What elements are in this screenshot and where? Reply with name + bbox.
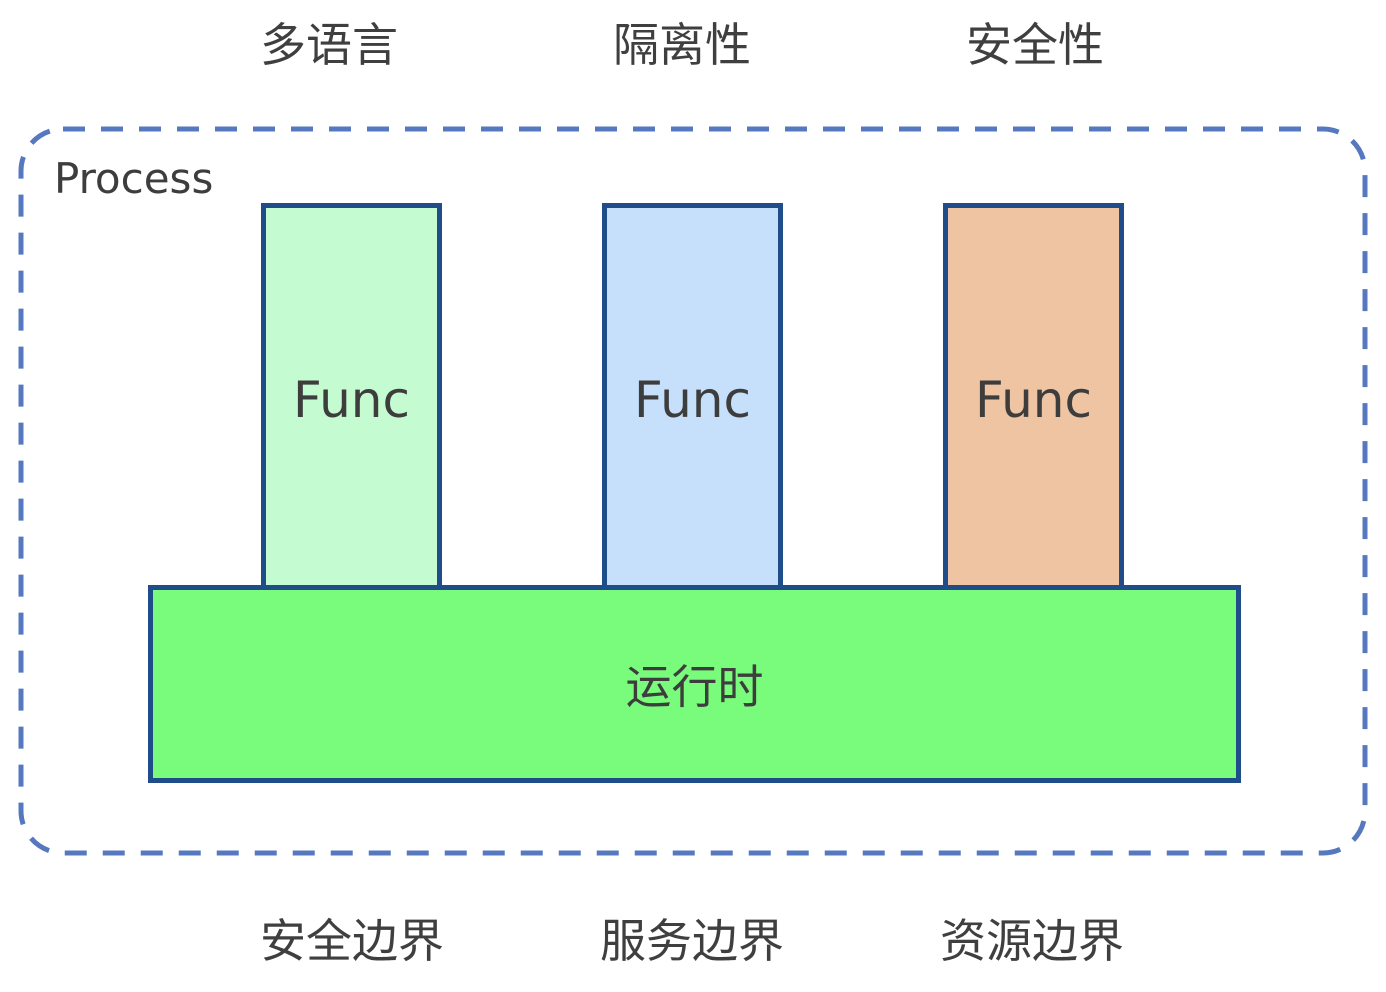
top-label-security: 安全性	[966, 18, 1104, 72]
top-label-isolation: 隔离性	[613, 18, 751, 72]
runtime-label: 运行时	[625, 660, 764, 714]
process-label: Process	[54, 154, 214, 203]
runtime-box: 运行时	[148, 585, 1241, 783]
func-label: Func	[975, 370, 1092, 429]
func-box-1: Func	[261, 203, 442, 591]
func-box-2: Func	[602, 203, 783, 591]
func-box-3: Func	[943, 203, 1124, 591]
process-container	[18, 126, 1368, 856]
func-label: Func	[634, 370, 751, 429]
func-label: Func	[293, 370, 410, 429]
bottom-label-security-boundary: 安全边界	[260, 914, 444, 968]
process-dashed-border	[18, 126, 1368, 856]
bottom-label-service-boundary: 服务边界	[600, 914, 784, 968]
bottom-label-resource-boundary: 资源边界	[940, 914, 1124, 968]
top-label-multilanguage: 多语言	[260, 18, 398, 72]
